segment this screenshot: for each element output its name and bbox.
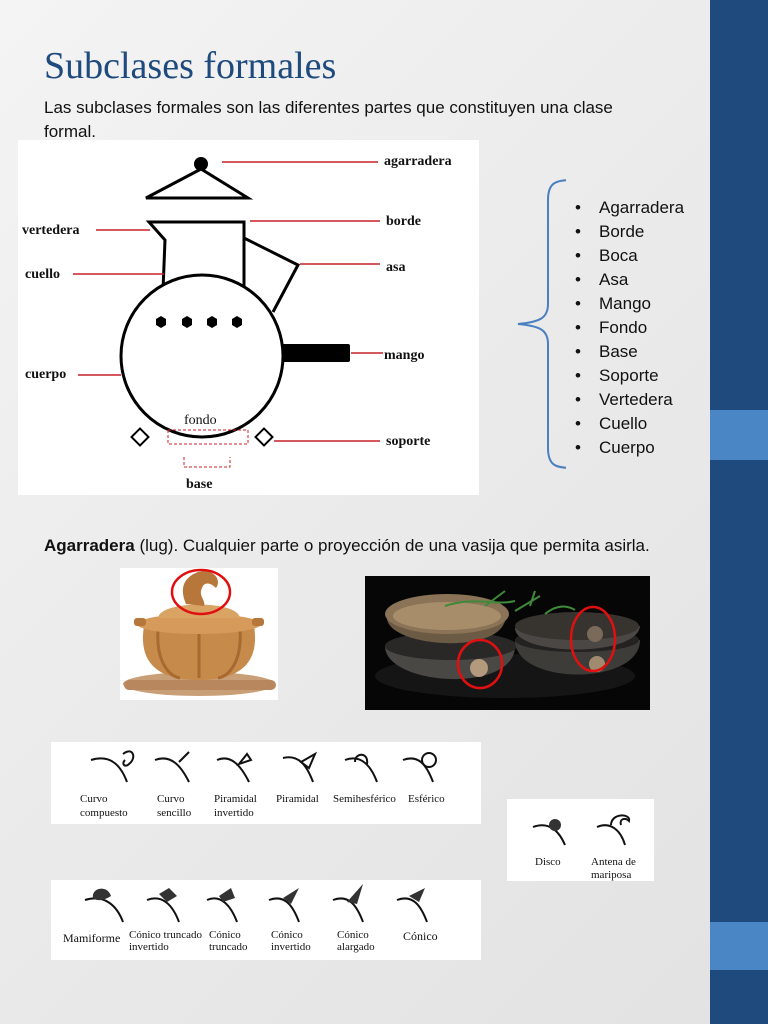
label-agarradera: agarradera [384, 154, 452, 169]
lug-label: invertido [214, 807, 254, 819]
parts-list-item: Cuello [575, 412, 684, 436]
lug-label: Piramidal [214, 793, 257, 805]
sidebar-accent-band [710, 410, 768, 460]
lug-label: Cónico [403, 929, 438, 943]
label-borde: borde [386, 214, 421, 229]
lug-label: alargado [337, 941, 375, 953]
mango-shape [280, 344, 350, 362]
label-soporte: soporte [386, 434, 430, 449]
parts-list-item: Borde [575, 220, 684, 244]
lug-types-panel-1: Curvo compuesto Curvo sencillo Piramidal… [51, 742, 481, 824]
sidebar-bar [710, 0, 768, 1024]
lug-types-panel-2: Disco Antena de mariposa [507, 799, 654, 881]
parts-list-item: Agarradera [575, 196, 684, 220]
lid-shape [146, 169, 248, 198]
curly-brace-icon [516, 176, 566, 472]
lug-label: sencillo [157, 807, 192, 819]
lug-label: Semihesférico [333, 793, 396, 805]
label-cuerpo: cuerpo [25, 367, 66, 382]
parts-list-item: Asa [575, 268, 684, 292]
lug-label: Disco [535, 856, 561, 868]
intro-text: Las subclases formales son las diferente… [44, 96, 644, 144]
slide-title: Subclases formales [44, 44, 336, 88]
parts-list-item: Boca [575, 244, 684, 268]
lug-label: Cónico truncado [129, 929, 203, 941]
definition-term: Agarradera [44, 536, 135, 555]
label-fondo: fondo [184, 413, 217, 428]
sidebar-accent-band [710, 922, 768, 970]
lug-label: Cónico [271, 929, 303, 941]
lug-label: Cónico [337, 929, 369, 941]
lug-label: Mamiforme [63, 931, 120, 945]
lug-label: compuesto [80, 807, 128, 819]
support-right [256, 429, 273, 446]
lug-label: invertido [271, 941, 311, 953]
lug-label: Curvo [80, 793, 108, 805]
label-mango: mango [384, 348, 424, 363]
support-left [132, 429, 149, 446]
lug-label: Curvo [157, 793, 185, 805]
parts-list-item: Soporte [575, 364, 684, 388]
base-marker [184, 457, 230, 467]
parts-list-item: Cuerpo [575, 436, 684, 460]
lug-label: Cónico [209, 929, 241, 941]
parts-list-item: Fondo [575, 316, 684, 340]
lug-types-panel-3: Mamiforme Cónico truncado invertido Cóni… [51, 880, 481, 960]
label-vertedera: vertedera [22, 223, 80, 238]
label-cuello: cuello [25, 267, 60, 282]
parts-list-item: Base [575, 340, 684, 364]
vessel-diagram: agarradera vertedera borde asa cuello ma… [18, 140, 479, 495]
lug-label: Antena de [591, 856, 636, 868]
parts-list-item: Mango [575, 292, 684, 316]
lug-label: truncado [209, 941, 248, 953]
definition-text: (lug). Cualquier parte o proyección de u… [135, 536, 650, 555]
agarradera-definition: Agarradera (lug). Cualquier parte o proy… [44, 534, 684, 558]
label-base: base [186, 477, 212, 492]
label-asa: asa [386, 260, 405, 275]
lug-label: Piramidal [276, 793, 319, 805]
bowls-photo [365, 576, 650, 710]
pot-photo [120, 568, 278, 700]
lug-label: Esférico [408, 793, 445, 805]
lug-label: invertido [129, 941, 169, 953]
parts-list-item: Vertedera [575, 388, 684, 412]
lug-label: mariposa [591, 869, 631, 881]
parts-list: AgarraderaBordeBocaAsaMangoFondoBaseSopo… [575, 196, 684, 460]
